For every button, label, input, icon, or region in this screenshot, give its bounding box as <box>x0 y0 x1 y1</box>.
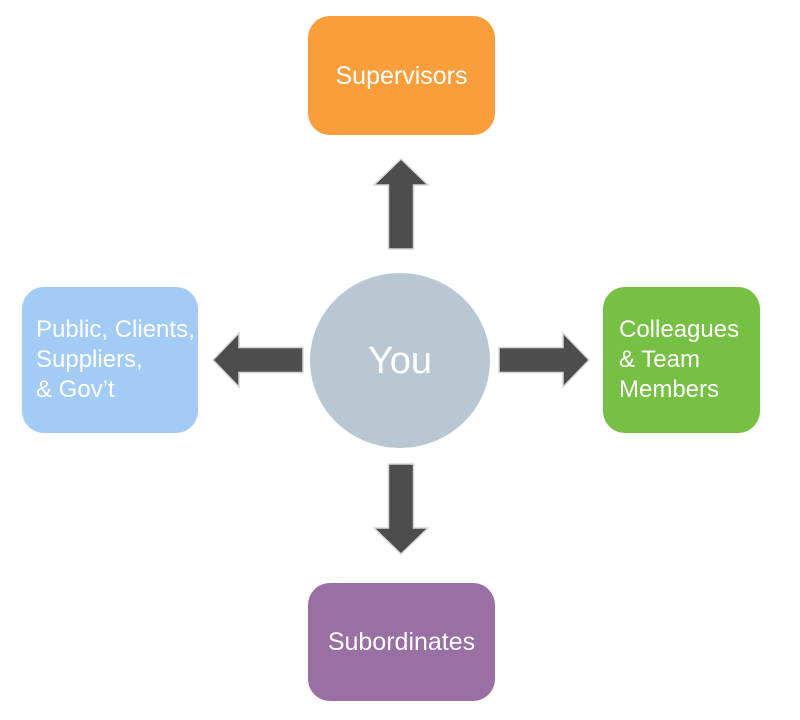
arrow-up-icon <box>373 158 429 250</box>
node-public-clients-suppliers-govt: Public, Clients, Suppliers, & Gov’t <box>22 287 198 433</box>
node-public-clients-suppliers-govt-label: Public, Clients, Suppliers, & Gov’t <box>36 316 195 403</box>
arrow-right-icon <box>498 332 590 388</box>
node-colleagues-team-members-label: Colleagues & Team Members <box>619 316 740 403</box>
arrow-left-icon <box>212 332 304 388</box>
node-subordinates-label: Subordinates <box>327 628 476 656</box>
node-supervisors: Supervisors <box>308 16 495 135</box>
node-colleagues-team-members: Colleagues & Team Members <box>603 287 760 433</box>
node-you: You <box>310 273 490 448</box>
node-subordinates: Subordinates <box>308 583 495 701</box>
node-you-label: You <box>367 339 433 382</box>
arrow-down-icon <box>373 463 429 555</box>
node-supervisors-label: Supervisors <box>335 61 468 90</box>
